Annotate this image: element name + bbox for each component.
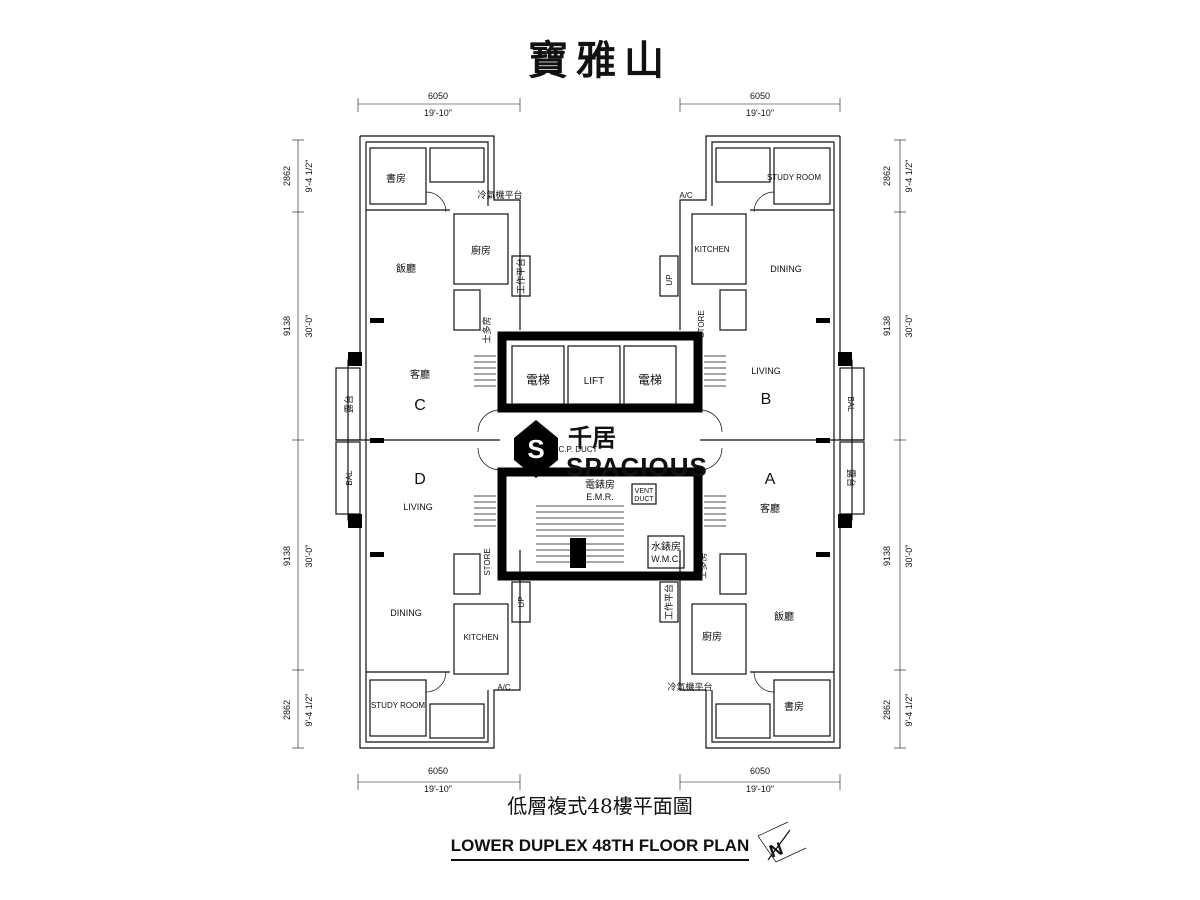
unit-a-letter: A [765, 471, 776, 488]
lift-label-right: 電梯 [638, 373, 662, 387]
unit-d-bal: BAL [345, 470, 354, 486]
dim-right-upper-mm: 9138 [882, 316, 892, 336]
unit-c: 書房 冷氣機平台 廚房 飯廳 工作平台 士多房 客廳 C 露台 [343, 172, 527, 414]
dim-top-left-mm: 6050 [428, 91, 448, 101]
logo-letter: S [527, 434, 544, 464]
dim-right-lower-mm: 9138 [882, 546, 892, 566]
dim-right-study2-ft: 9'-4 1/2" [904, 694, 914, 727]
unit-d: D LIVING BAL STORE DINING UP KITCHEN A/C… [345, 470, 526, 710]
dim-right-lower-ft: 30'-0" [904, 545, 914, 568]
core-labels: 電梯 LIFT 電梯 C.P. DUCT 電錶房 E.M.R. VENT DUC… [526, 373, 681, 564]
unit-b-bal: BAL [846, 396, 855, 412]
unit-c-letter: C [414, 397, 426, 414]
north-label: N [766, 838, 785, 861]
dim-left-lower-ft: 30'-0" [304, 545, 314, 568]
unit-a-dining: 飯廳 [774, 610, 794, 623]
unit-d-store: STORE [483, 548, 492, 575]
unit-b-kitchen: KITCHEN [694, 245, 729, 254]
lift-label-center: LIFT [584, 376, 605, 387]
plan-subtitle-cn: 低層複式48樓平面圖 [507, 794, 693, 818]
dim-left-lower-mm: 9138 [282, 546, 292, 566]
wmc-label-en: W.M.C. [651, 554, 681, 564]
dim-top-left-ft: 19'-10" [424, 108, 452, 118]
unit-b-store: STORE [697, 310, 706, 337]
unit-b-up: UP [665, 274, 674, 285]
unit-a-study: 書房 [784, 700, 804, 713]
unit-b: STUDY ROOM A/C KITCHEN DINING UP STORE L… [665, 173, 855, 412]
plan-subtitle-en: LOWER DUPLEX 48TH FLOOR PLAN [450, 836, 750, 861]
unit-b-dining: DINING [770, 264, 802, 274]
unit-c-kitchen: 廚房 [471, 244, 491, 257]
dim-left-upper-mm: 9138 [282, 316, 292, 336]
dim-right-study-mm: 2862 [882, 166, 892, 186]
lift-label-left: 電梯 [526, 373, 550, 387]
watermark-brand-cn: 千居 [568, 424, 616, 452]
door-swings [425, 191, 775, 693]
vent-label-1: VENT [635, 488, 654, 495]
dim-bottom-left-ft: 19'-10" [424, 784, 452, 794]
plan-subtitle-en-wrap: LOWER DUPLEX 48TH FLOOR PLAN [0, 836, 1200, 861]
dim-left-study2-mm: 2862 [282, 700, 292, 720]
dim-left-upper-ft: 30'-0" [304, 315, 314, 338]
unit-a: A 客廳 露台 士多房 工作平台 飯廳 廚房 冷氣機平台 書房 [663, 469, 857, 713]
unit-d-living: LIVING [403, 502, 433, 512]
unit-b-living: LIVING [751, 366, 781, 376]
unit-a-kitchen: 廚房 [702, 630, 722, 643]
unit-b-ac: A/C [679, 191, 693, 200]
dim-top-right-mm: 6050 [750, 91, 770, 101]
unit-c-bal: 露台 [343, 395, 355, 413]
unit-d-kitchen: KITCHEN [463, 633, 498, 642]
building-walls [335, 135, 865, 749]
emr-label-cn: 電錶房 [585, 478, 615, 491]
wmc-label-cn: 水錶房 [651, 540, 681, 553]
building-core [474, 331, 726, 581]
unit-b-letter: B [761, 391, 772, 408]
unit-c-utility: 工作平台 [515, 258, 527, 294]
page-title: 寶雅山 [528, 37, 672, 84]
spacious-watermark: S 千居 SPACIOUS [514, 420, 708, 482]
dim-top-right-ft: 19'-10" [746, 108, 774, 118]
unit-b-study: STUDY ROOM [767, 173, 821, 182]
dim-bottom-right-mm: 6050 [750, 766, 770, 776]
unit-d-dining: DINING [390, 608, 422, 618]
unit-a-ac: 冷氣機平台 [667, 681, 712, 693]
unit-a-bal: 露台 [845, 469, 857, 487]
unit-c-store: 士多房 [481, 316, 493, 343]
dimension-labels: 6050 19'-10" 6050 19'-10" 6050 19'-10" 6… [282, 91, 914, 794]
dim-left-study2-ft: 9'-4 1/2" [304, 694, 314, 727]
unit-a-store: 士多房 [697, 552, 709, 579]
emr-label-en: E.M.R. [586, 492, 614, 502]
cp-duct-label: C.P. DUCT [559, 445, 598, 454]
unit-c-living: 客廳 [410, 368, 430, 381]
unit-d-up: UP [517, 596, 526, 607]
unit-d-letter: D [414, 471, 426, 488]
dim-left-study-ft: 9'-4 1/2" [304, 160, 314, 193]
dim-left-study-mm: 2862 [282, 166, 292, 186]
unit-d-study: STUDY ROOM [371, 701, 425, 710]
north-arrow-icon: N [757, 821, 807, 863]
dim-bottom-left-mm: 6050 [428, 766, 448, 776]
watermark-brand-en: SPACIOUS [566, 452, 708, 482]
dim-right-upper-ft: 30'-0" [904, 315, 914, 338]
unit-c-ac: 冷氣機平台 [477, 189, 522, 201]
unit-c-study: 書房 [386, 172, 406, 185]
unit-c-dining: 飯廳 [396, 262, 416, 275]
dim-right-study-ft: 9'-4 1/2" [904, 160, 914, 193]
dimension-lines [292, 98, 906, 790]
unit-d-ac: A/C [497, 683, 511, 692]
unit-a-living: 客廳 [760, 502, 780, 515]
vent-label-2: DUCT [634, 496, 654, 503]
dim-bottom-right-ft: 19'-10" [746, 784, 774, 794]
dim-right-study2-mm: 2862 [882, 700, 892, 720]
spacious-logo-icon [514, 420, 558, 478]
unit-a-utility: 工作平台 [663, 584, 675, 620]
